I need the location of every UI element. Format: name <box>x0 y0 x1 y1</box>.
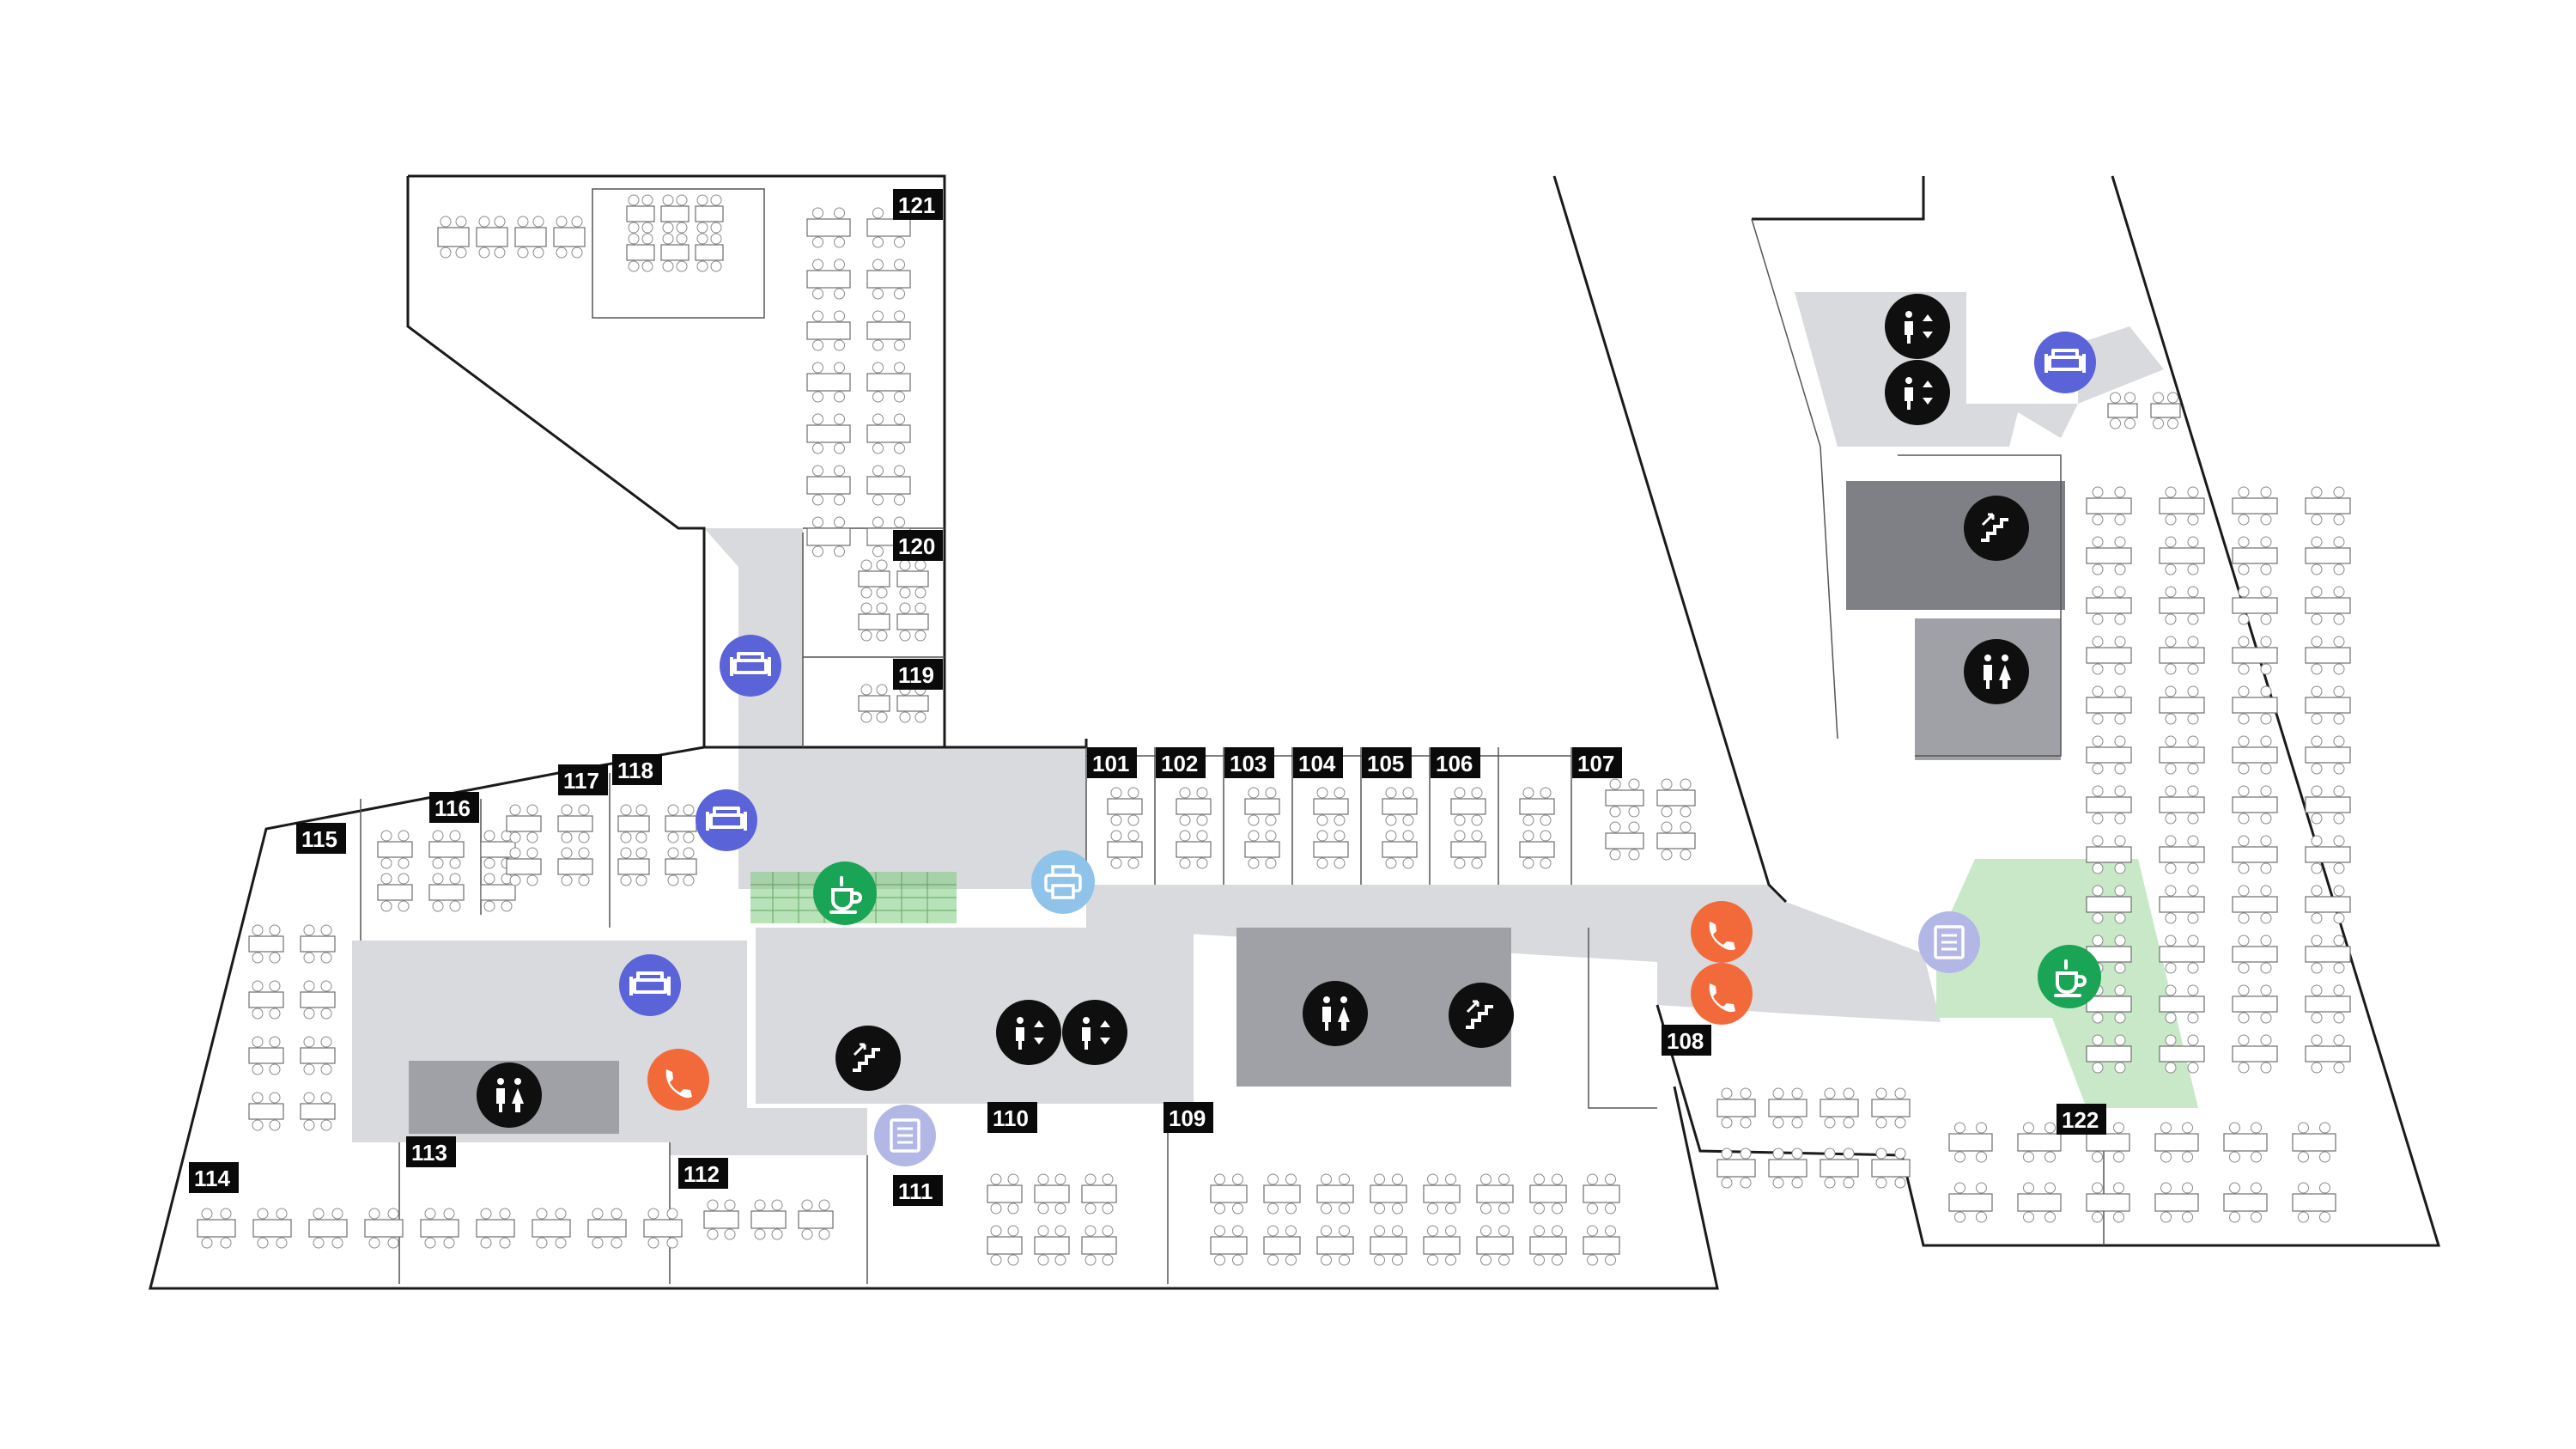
room-label-116[interactable]: 116 <box>429 792 479 823</box>
svg-text:120: 120 <box>898 533 935 559</box>
room-label-102[interactable]: 102 <box>1156 747 1206 778</box>
svg-text:102: 102 <box>1161 751 1198 776</box>
restroom-icon[interactable] <box>1964 639 2029 704</box>
svg-text:113: 113 <box>411 1140 447 1166</box>
room-label-111[interactable]: 111 <box>893 1175 943 1206</box>
svg-text:119: 119 <box>898 662 934 688</box>
svg-text:107: 107 <box>1577 751 1614 776</box>
svg-text:114: 114 <box>194 1166 230 1191</box>
svg-text:116: 116 <box>434 795 471 821</box>
room-label-103[interactable]: 103 <box>1224 747 1274 778</box>
room-label-104[interactable]: 104 <box>1293 747 1343 778</box>
room-label-113[interactable]: 113 <box>406 1136 456 1167</box>
svg-text:108: 108 <box>1667 1028 1704 1054</box>
svg-text:115: 115 <box>301 826 337 852</box>
locker-icon[interactable] <box>874 1105 936 1166</box>
svg-text:103: 103 <box>1230 751 1267 776</box>
elevator-icon[interactable] <box>1885 360 1950 425</box>
room-label-110[interactable]: 110 <box>987 1102 1037 1133</box>
sofa-icon[interactable] <box>696 789 757 851</box>
sofa-icon[interactable] <box>619 954 681 1016</box>
room-label-114[interactable]: 114 <box>189 1162 239 1193</box>
svg-text:117: 117 <box>563 768 599 794</box>
restroom-icon[interactable] <box>477 1062 542 1128</box>
svg-text:104: 104 <box>1298 751 1336 776</box>
room-label-106[interactable]: 106 <box>1431 747 1480 778</box>
stairs-icon[interactable] <box>1449 983 1514 1048</box>
stairs-icon[interactable] <box>835 1026 901 1091</box>
coffee-cup-icon[interactable] <box>2038 945 2101 1008</box>
locker-icon[interactable] <box>1918 911 1980 973</box>
room-label-101[interactable]: 101 <box>1087 747 1137 778</box>
sofa-icon[interactable] <box>720 635 781 697</box>
phone-icon[interactable] <box>647 1049 709 1111</box>
room-label-120[interactable]: 120 <box>893 530 943 561</box>
svg-text:110: 110 <box>993 1105 1029 1131</box>
room-label-119[interactable]: 119 <box>893 659 943 690</box>
svg-text:121: 121 <box>898 192 935 218</box>
room-label-115[interactable]: 115 <box>296 823 346 854</box>
elevator-icon[interactable] <box>1885 294 1950 359</box>
coffee-cup-icon[interactable] <box>813 861 877 925</box>
svg-text:105: 105 <box>1367 751 1404 776</box>
phone-icon[interactable] <box>1691 963 1753 1025</box>
room-label-122[interactable]: 122 <box>2057 1104 2106 1135</box>
room-label-109[interactable]: 109 <box>1163 1102 1213 1133</box>
elevator-icon[interactable] <box>996 1000 1061 1065</box>
stairs-icon[interactable] <box>1964 496 2029 561</box>
room-label-117[interactable]: 117 <box>558 764 608 795</box>
room-label-107[interactable]: 107 <box>1572 747 1622 778</box>
desk-furniture <box>197 194 2351 1266</box>
room-label-108[interactable]: 108 <box>1662 1025 1711 1056</box>
svg-text:122: 122 <box>2062 1107 2099 1133</box>
room-label-121[interactable]: 121 <box>893 189 943 220</box>
elevator-icon[interactable] <box>1062 1000 1127 1065</box>
room-label-105[interactable]: 105 <box>1362 747 1412 778</box>
room-labels: 101 102 103 104 105 106 107 108 109 110 … <box>189 189 2106 1206</box>
restroom-icon[interactable] <box>1303 981 1368 1046</box>
svg-text:101: 101 <box>1092 751 1129 776</box>
phone-icon[interactable] <box>1691 901 1753 963</box>
svg-text:112: 112 <box>683 1161 720 1187</box>
room-label-112[interactable]: 112 <box>678 1158 728 1189</box>
svg-text:106: 106 <box>1436 751 1473 776</box>
printer-icon[interactable] <box>1031 850 1095 914</box>
svg-text:118: 118 <box>617 758 653 783</box>
room-label-118[interactable]: 118 <box>612 754 662 785</box>
sofa-icon[interactable] <box>2034 332 2096 393</box>
svg-text:109: 109 <box>1169 1105 1206 1131</box>
svg-text:111: 111 <box>898 1178 933 1204</box>
